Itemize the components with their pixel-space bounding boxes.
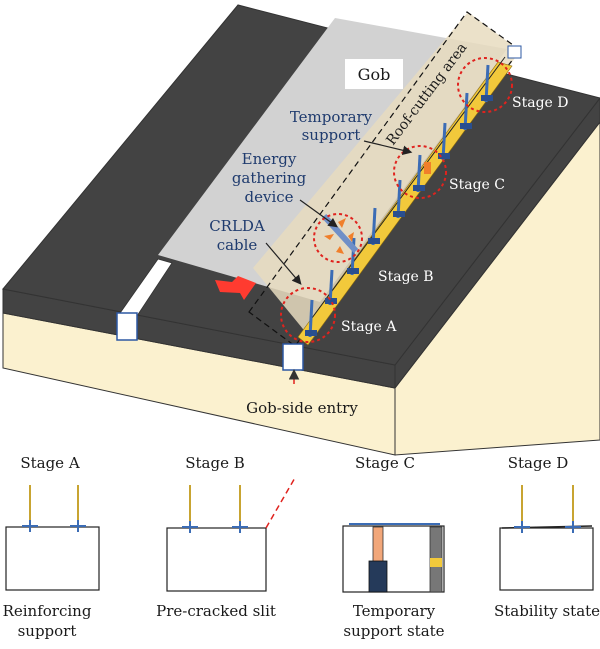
energy-device-label-2: gathering bbox=[232, 169, 307, 187]
entry-box-top bbox=[507, 45, 522, 59]
panel-b bbox=[166, 475, 297, 592]
panel-d bbox=[499, 485, 594, 591]
crlda-label-2: cable bbox=[217, 236, 258, 254]
panel-a-caption-2: support bbox=[18, 622, 77, 640]
panel-c-title: Stage C bbox=[355, 454, 415, 472]
stage-c-circle bbox=[393, 145, 447, 199]
panel-c-caption-2: support state bbox=[343, 622, 444, 640]
gob-label-box bbox=[345, 59, 403, 89]
panel-b-caption: Pre-cracked slit bbox=[156, 602, 276, 620]
energy-device-label-1: Energy bbox=[242, 150, 297, 168]
block-3d bbox=[2, 4, 600, 456]
panel-a-title: Stage A bbox=[20, 454, 79, 472]
entry-box-left bbox=[116, 312, 138, 341]
roof-cutting-zone bbox=[253, 12, 520, 340]
temporary-support-label-2: support bbox=[302, 126, 361, 144]
entry-box-right bbox=[282, 343, 304, 371]
panel-a bbox=[5, 485, 100, 591]
stage-d-label: Stage D bbox=[512, 95, 569, 111]
panel-b-title: Stage B bbox=[185, 454, 245, 472]
bottom-panels: Stage A Stage B Stage C Stage D bbox=[3, 454, 600, 640]
stage-b-circle bbox=[313, 213, 363, 263]
orange-markers bbox=[324, 162, 431, 254]
temporary-support-label-1: Temporary bbox=[290, 108, 373, 126]
leader-lines bbox=[265, 140, 413, 285]
panel-c bbox=[342, 523, 445, 593]
panel-d-title: Stage D bbox=[508, 454, 569, 472]
panel-d-caption: Stability state bbox=[494, 602, 600, 620]
stage-a-circle bbox=[280, 287, 336, 343]
stage-d-circle bbox=[457, 57, 513, 113]
stage-circles bbox=[280, 57, 513, 343]
crlda-label-1: CRLDA bbox=[209, 217, 265, 235]
support-plates bbox=[305, 95, 493, 336]
pre-cracked-slit bbox=[265, 475, 297, 529]
energy-device-label-3: device bbox=[244, 188, 293, 206]
stage-a-label: Stage A bbox=[341, 319, 397, 335]
mining-direction-arrow bbox=[215, 276, 256, 300]
panel-a-caption-1: Reinforcing bbox=[3, 602, 92, 620]
gob-side-entry-label: Gob-side entry bbox=[246, 399, 358, 417]
stage-b-label: Stage B bbox=[378, 269, 434, 285]
gob-label: Gob bbox=[358, 65, 391, 84]
stage-c-label: Stage C bbox=[449, 177, 505, 193]
panel-c-caption-1: Temporary bbox=[353, 602, 436, 620]
